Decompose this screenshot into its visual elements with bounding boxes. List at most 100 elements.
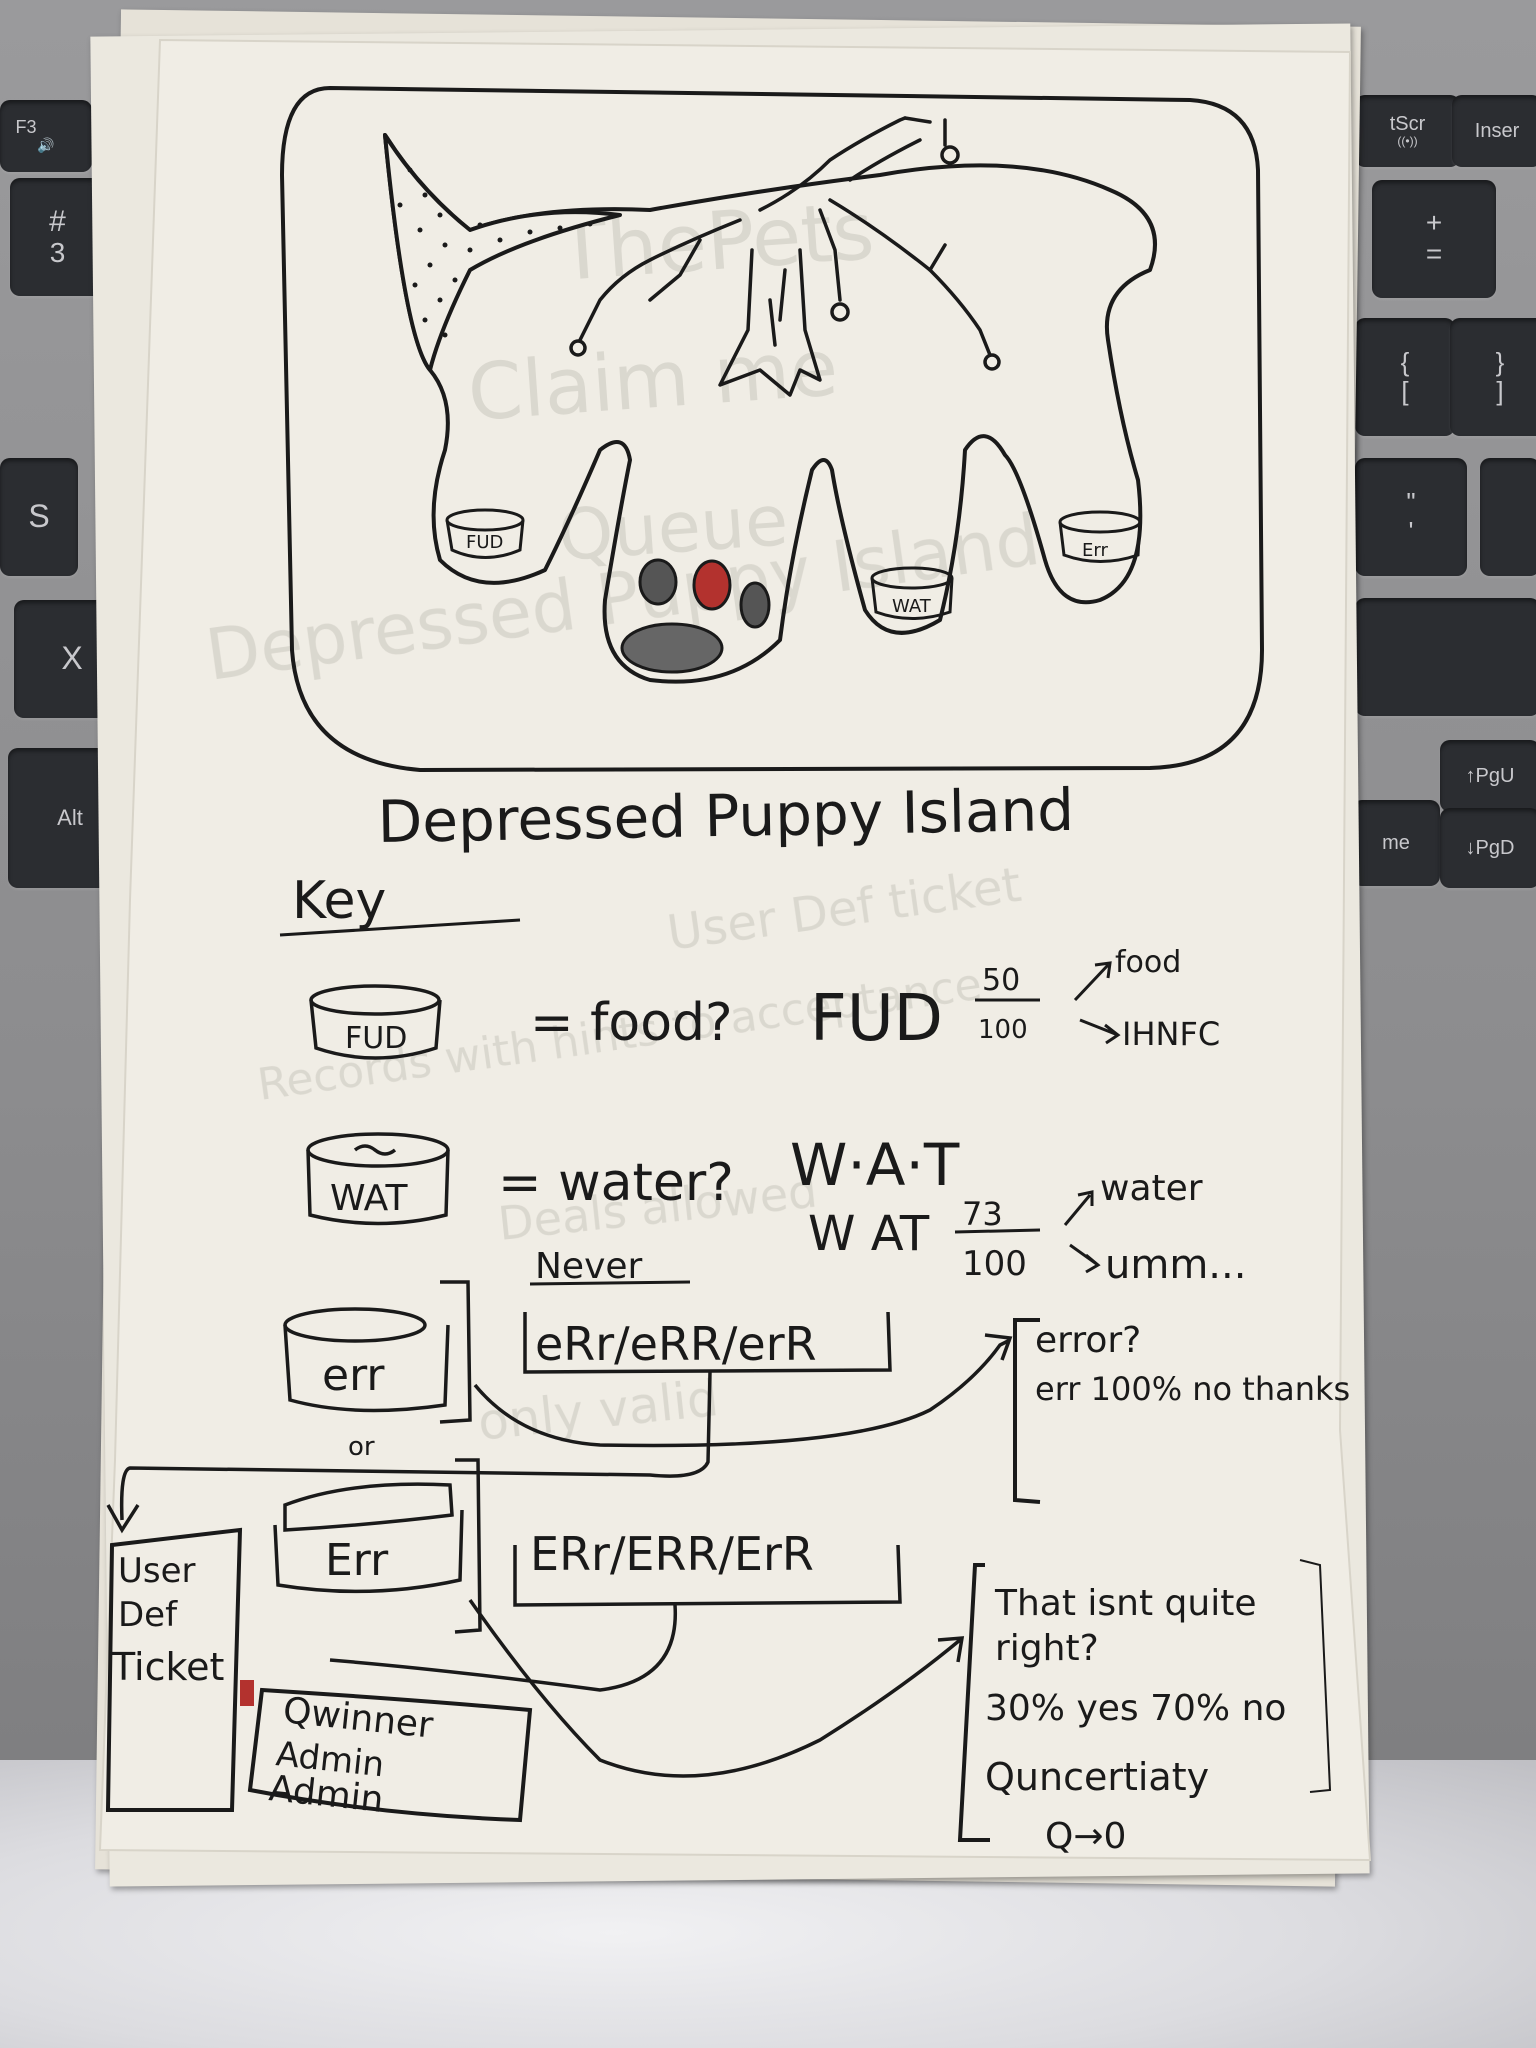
wat-code-2: W AT <box>808 1206 930 1262</box>
fud-branch-ihnfc: IHNFC <box>1122 1015 1220 1053</box>
quite-line-1: That isnt quite <box>994 1583 1257 1624</box>
error-line-1: error? <box>1035 1320 1141 1361</box>
key-heading: Key <box>292 871 386 931</box>
quite-bracket <box>957 1563 990 1842</box>
map-frame <box>280 86 1264 772</box>
err-to-error-arrow <box>473 1333 1013 1448</box>
err-bracket-right <box>439 1280 472 1424</box>
key-brace-left[interactable]: { [ <box>1355 318 1455 436</box>
quite-line-3: 30% yes 70% no <box>985 1688 1286 1729</box>
upper-variants-box <box>513 1544 902 1607</box>
key-bowl-fud-label: FUD <box>345 1021 407 1056</box>
key-label: Alt <box>57 804 83 830</box>
key-label: = <box>1425 238 1443 269</box>
wat-branch-umm: umm... <box>1105 1242 1246 1288</box>
key-label: { <box>1400 347 1410 378</box>
key-label: ↑PgU <box>1465 765 1515 787</box>
wat-equation: = water? <box>498 1153 734 1213</box>
key-enter[interactable] <box>1355 598 1536 716</box>
wat-arrow-down <box>1069 1243 1101 1274</box>
lower-variants-box <box>523 1311 892 1374</box>
key-label: # <box>49 205 66 239</box>
key-insert[interactable]: Inser <box>1452 95 1536 167</box>
key-label: Inser <box>1474 120 1520 142</box>
quite-line-5: Q→0 <box>1045 1816 1126 1857</box>
fud-numerator: 50 <box>982 963 1020 998</box>
map-label-err: Err <box>1082 540 1108 561</box>
key-underline <box>279 918 521 937</box>
fud-denominator: 100 <box>978 1015 1028 1045</box>
wat-code: W·A·T <box>790 1131 960 1199</box>
user-def-ticket-box <box>105 1527 243 1812</box>
key-3[interactable]: # 3 <box>10 178 105 296</box>
key-label: [ <box>1401 376 1409 406</box>
user-def-line-2: Def <box>118 1595 178 1635</box>
quite-line-2: right? <box>995 1628 1099 1669</box>
map-label-wat: WAT <box>892 596 932 617</box>
wat-branch-water: water <box>1100 1168 1203 1209</box>
key-home[interactable]: me <box>1352 800 1440 886</box>
never-underline <box>529 1280 691 1286</box>
key-label: } <box>1495 347 1505 378</box>
key-bowl-err-lower <box>283 1307 450 1413</box>
key-label: + <box>1425 207 1443 239</box>
wireless-icon: ((•)) <box>1397 134 1418 149</box>
volume-icon: 🔊 <box>37 137 55 154</box>
key-bowl-err-upper-label: Err <box>325 1535 389 1586</box>
key-label: ' <box>1408 516 1414 546</box>
quite-bracket-right <box>1299 1559 1332 1793</box>
upper-variants: ERr/ERR/ErR <box>530 1527 814 1581</box>
map-bowl-wat <box>870 566 954 620</box>
key-plus[interactable]: + = <box>1372 180 1496 298</box>
key-label: X <box>61 640 83 677</box>
never-label: Never <box>535 1246 643 1287</box>
err-upper-bracket <box>454 1458 482 1634</box>
fud-code: FUD <box>810 982 943 1056</box>
fud-arrow-up <box>1073 961 1112 1002</box>
index-card <box>98 38 1372 1862</box>
map-bowl-err <box>1058 510 1142 563</box>
sand-dots <box>397 167 593 338</box>
key-label: 3 <box>49 237 66 269</box>
red-marker <box>240 1680 254 1706</box>
key-pgdn[interactable]: ↓PgD <box>1440 808 1536 888</box>
lower-variants: eRr/eRR/erR <box>535 1317 817 1371</box>
key-bowl-err-upper <box>273 1482 464 1594</box>
map-label-fud: FUD <box>466 532 503 553</box>
key-brace-right[interactable]: } ] <box>1450 318 1536 436</box>
user-def-line-3: Ticket <box>111 1645 224 1689</box>
map-bowl-fud <box>445 508 525 559</box>
key-bowl-err-lower-label: err <box>322 1350 385 1401</box>
fud-equation: = food? <box>530 993 733 1053</box>
key-bowl-fud <box>309 984 442 1060</box>
fud-branch-food: food <box>1115 945 1181 980</box>
map-title: Depressed Puppy Island <box>377 776 1075 856</box>
key-misc[interactable] <box>1480 458 1536 576</box>
svg-text:ThePets: ThePets <box>554 184 877 299</box>
admin-box <box>247 1687 533 1823</box>
key-pgup[interactable]: ↑PgU <box>1440 740 1536 812</box>
key-label: S <box>28 498 50 535</box>
key-f3[interactable]: F3 🔊 <box>0 100 92 172</box>
variants-drop-line <box>106 1371 712 1534</box>
key-label: " <box>1406 487 1416 518</box>
quite-line-4: Quncertiaty <box>985 1755 1209 1799</box>
user-def-line-1: User <box>118 1551 196 1591</box>
wat-numerator: 73 <box>962 1195 1003 1233</box>
island-outline <box>383 133 1157 684</box>
key-prtscr[interactable]: tScr ((•)) <box>1355 95 1460 167</box>
key-quote[interactable]: " ' <box>1355 458 1467 576</box>
key-s[interactable]: S <box>0 458 78 576</box>
error-line-2: err 100% no thanks <box>1035 1370 1350 1408</box>
wat-arrow-up <box>1063 1190 1094 1226</box>
error-bracket <box>1013 1318 1041 1504</box>
sand-region <box>383 133 622 372</box>
fud-arrow-down <box>1079 1018 1121 1045</box>
key-bowl-wat-label: WAT <box>330 1178 408 1219</box>
key-label: tScr <box>1389 113 1426 136</box>
or-label: or <box>348 1432 375 1462</box>
variants-to-admin-line <box>329 1604 677 1692</box>
key-label: me <box>1382 832 1410 854</box>
key-label: ↓PgD <box>1465 837 1515 859</box>
